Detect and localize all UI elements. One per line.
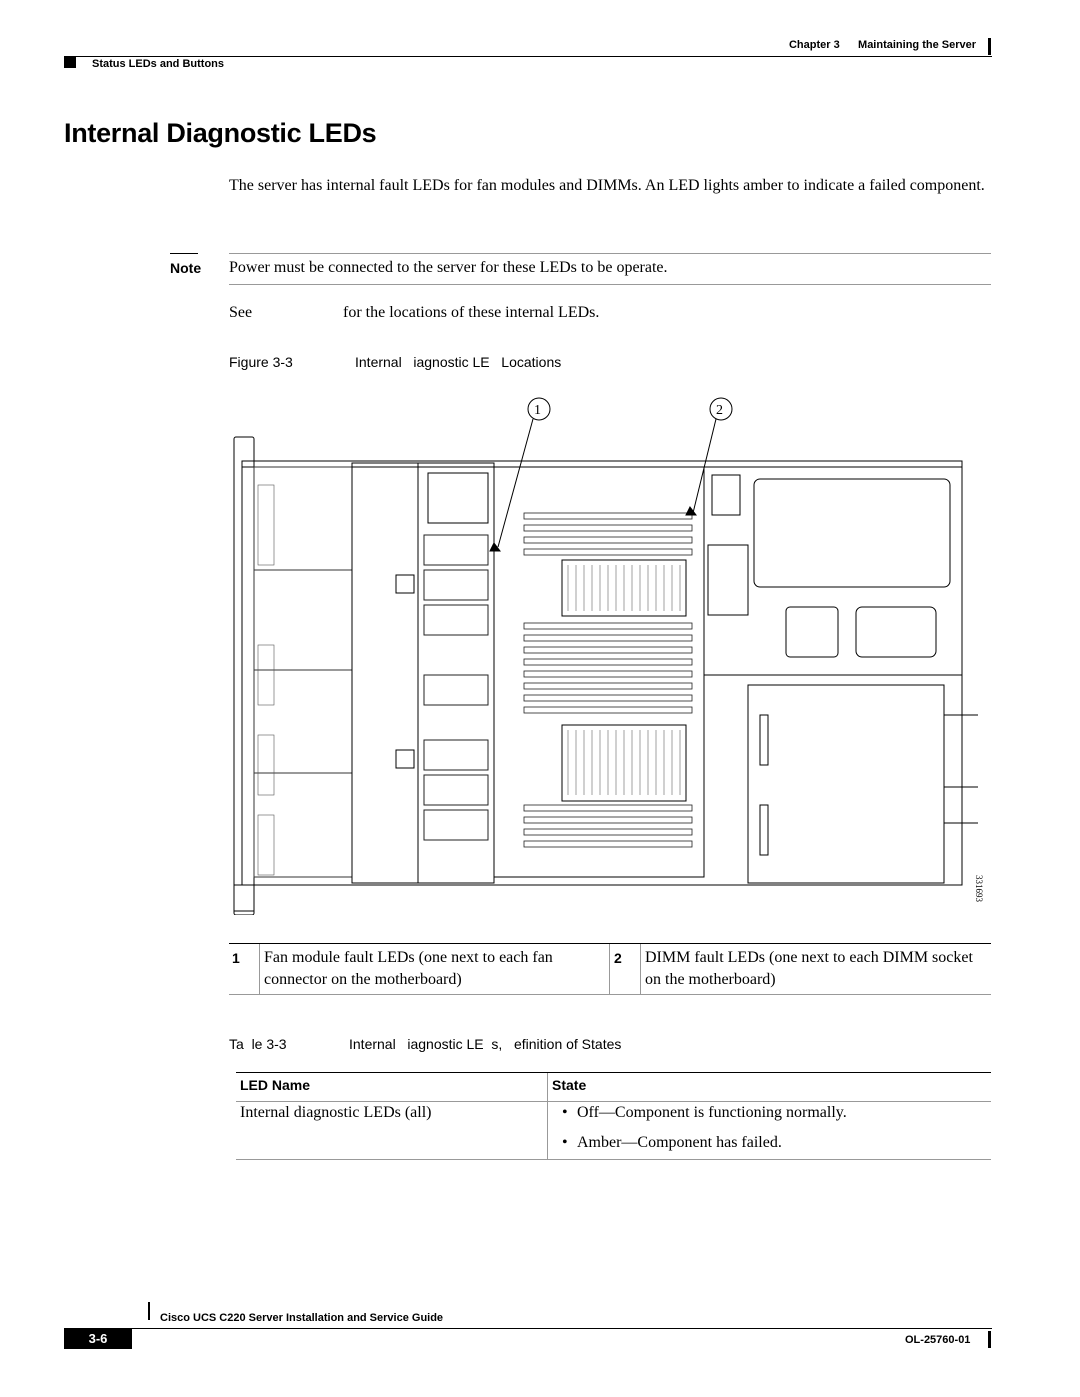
table-bottom-rule [236, 1159, 991, 1160]
table-column-divider [547, 1073, 548, 1159]
bullet-icon: • [562, 1134, 568, 1151]
footer-bar-right [988, 1331, 991, 1348]
callout-2: 2 [716, 403, 723, 418]
table-header-rule [236, 1101, 991, 1102]
callout-table-top-rule [229, 943, 991, 944]
callout-divider [640, 944, 641, 994]
note-rule-bottom [229, 284, 991, 285]
chapter-header: Chapter 3 Maintaining the Server [788, 39, 976, 51]
table-header-led-name: LED Name [240, 1077, 311, 1093]
see-text: for the locations of these internal LEDs… [343, 304, 600, 321]
footer-title: Cisco UCS C220 Server Installation and S… [160, 1312, 444, 1324]
callout-text-2: DIMM fault LEDs (one next to each DIMM s… [645, 949, 973, 988]
bullet-icon: • [562, 1104, 568, 1121]
callout-circle-1 [527, 397, 551, 421]
figure-title: Internal iagnostic LE Locations [355, 354, 562, 370]
page-number: 3-6 [64, 1329, 132, 1349]
note-rule [170, 253, 198, 254]
callout-num-2: 2 [614, 950, 622, 966]
table-label: Ta le 3-3 [229, 1036, 287, 1052]
callout-circle-2 [709, 397, 733, 421]
figure-label: Figure 3-3 [229, 354, 293, 370]
callout-num-1: 1 [232, 950, 240, 966]
footer-rule [64, 1328, 992, 1329]
see-lead: See [229, 304, 253, 321]
callout-table-bottom-rule [229, 994, 991, 995]
state-amber: Amber—Component has failed. [577, 1134, 782, 1151]
table-row-name: Internal diagnostic LEDs (all) [240, 1104, 432, 1121]
header-rule [64, 56, 992, 57]
page-title: Internal Diagnostic LEDs [64, 118, 377, 148]
footer-bar-left [148, 1302, 150, 1320]
note-rule-top [229, 253, 991, 254]
callout-divider [609, 944, 610, 994]
header-bar [988, 38, 991, 55]
state-off: Off—Component is functioning normally. [577, 1104, 847, 1121]
intro-paragraph: The server has internal fault LEDs for f… [229, 177, 985, 194]
table-title: Internal iagnostic LE s, efinition of St… [349, 1036, 622, 1052]
note-text: Power must be connected to the server fo… [229, 259, 668, 276]
callout-text-1: Fan module fault LEDs (one next to each … [264, 949, 553, 988]
callout-divider [259, 944, 260, 994]
table-top-rule [236, 1072, 991, 1073]
doc-id: OL-25760-01 [905, 1334, 971, 1346]
art-id: 331693 [974, 875, 984, 903]
note-label: Note [170, 260, 202, 276]
callout-1: 1 [534, 403, 541, 418]
table-header-state: State [552, 1077, 587, 1093]
header-square [64, 56, 76, 68]
server-diagram: 1 2 331693 [233, 397, 984, 915]
section-header: Status LEDs and Buttons [92, 58, 225, 70]
